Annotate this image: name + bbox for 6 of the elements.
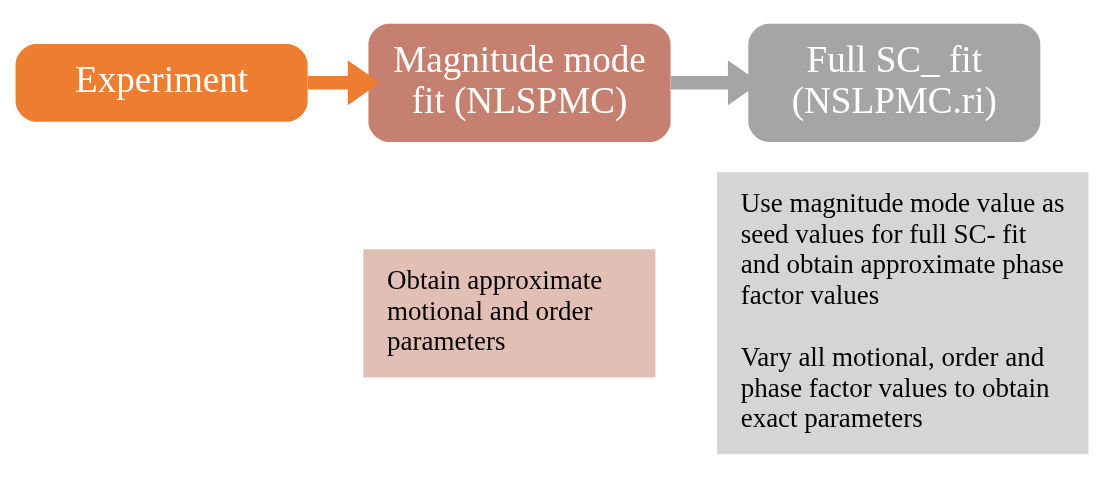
node-box: Use magnitude mode value as seed values for full SC- fit and obtain approximate phase factor values Vary all motional, order and phase factor values to obtain exact parameters: [717, 171, 1089, 454]
node-box: Full SC_ fit (NSLPMC.ri): [748, 23, 1041, 142]
node-box: Experiment: [15, 43, 308, 122]
node-box: Obtain approximate motional and order parameters: [363, 248, 656, 377]
arrow: [307, 59, 380, 105]
node-box: Magnitude mode fit (NLSPMC): [368, 23, 671, 142]
